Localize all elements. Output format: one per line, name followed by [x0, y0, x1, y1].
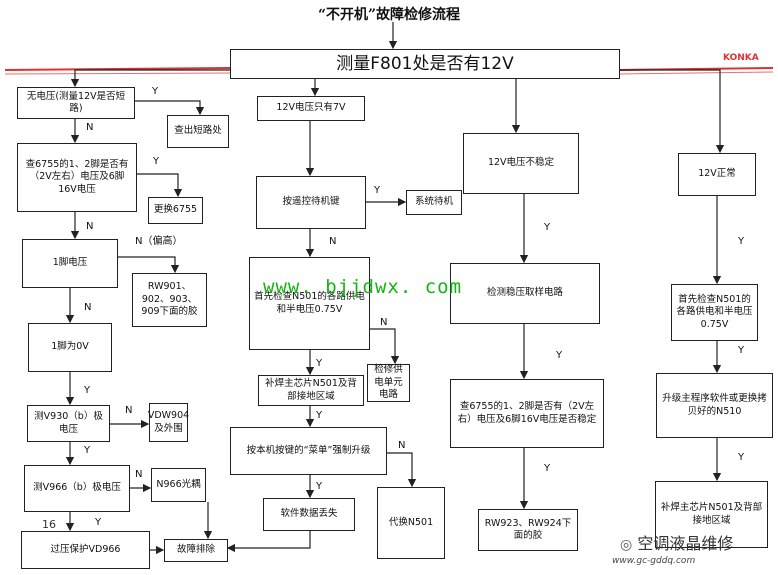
node-resolder-n501: 补焊主芯片N501及背部接地区域	[258, 375, 364, 406]
node-check-n501: 首先检查N501的各路供电和半电压0.75V	[249, 257, 370, 350]
edge-label-n: N	[86, 221, 94, 232]
node-vdw904: VDW904及外围	[148, 403, 189, 442]
node-software-lost: 软件数据丢失	[263, 498, 355, 531]
edge-label-y: Y	[84, 445, 91, 456]
node-upgrade-firmware: 升级主程序软件或更换拷贝好的N510	[656, 373, 773, 438]
wechat-icon: ◎	[620, 537, 633, 553]
edge-label-y: Y	[152, 86, 159, 97]
node-check-n501-b: 首先检查N501的各路供电和半电压0.75V	[671, 284, 758, 341]
edge-label-y: Y	[544, 463, 551, 474]
node-unstable: 12V电压不稳定	[463, 133, 579, 194]
edge-label-y: Y	[556, 350, 563, 361]
node-pin1-voltage: 1脚电压	[22, 239, 118, 288]
edge-label-y: Y	[153, 156, 160, 167]
node-n966: N966光耦	[151, 468, 206, 502]
edge-label-n: N	[86, 122, 94, 133]
edge-label-y: Y	[84, 385, 91, 396]
edge-label-y: Y	[374, 185, 381, 196]
node-rw-parts: RW901、902、903、909下面的胶	[132, 273, 207, 327]
edge-label-y: Y	[316, 410, 323, 421]
diagram-title: “不开机”故障检修流程	[317, 7, 461, 23]
wechat-account-label: 空调液晶维修	[637, 534, 734, 553]
node-repair-supply: 检修供电单元电路	[367, 364, 410, 402]
edge-label-n-high: N（偏高）	[135, 236, 183, 247]
watermark-text: www. bjjdwx. com	[263, 276, 463, 298]
edge-label-y: Y	[316, 358, 323, 369]
edge-label-y: Y	[544, 222, 551, 233]
edge-label-n: N	[84, 302, 92, 313]
red-band-2	[4, 71, 774, 75]
node-check-6755-b: 查6755的1、2脚是否有（2V左右）电压及6脚16V电压是否稳定	[450, 379, 604, 448]
edge-label-y: Y	[738, 236, 745, 247]
node-measure-v966: 测V966（b）极电压	[24, 465, 130, 512]
node-replace-6755: 更换6755	[148, 197, 203, 224]
node-measure-v930: 测V930（b）极电压	[27, 405, 110, 442]
wechat-account-name: ◎ 空调液晶维修	[620, 530, 733, 554]
brand-logo: KONKA	[723, 53, 759, 63]
node-check-sampling: 检测稳压取样电路	[450, 263, 600, 324]
edge-label-y: Y	[738, 345, 745, 356]
edge-label-y: Y	[95, 517, 102, 528]
site-url: www.gc-gddq.com	[612, 556, 696, 566]
node-normal: 12V正常	[678, 153, 756, 196]
node-find-short: 查出短路处	[167, 115, 229, 148]
edge-label-n: N	[329, 236, 337, 247]
edge-label-n: N	[135, 469, 143, 480]
node-pin1-0v: 1脚为0V	[28, 323, 112, 372]
edge-label-n: N	[398, 440, 406, 451]
edge-label-y: Y	[738, 452, 745, 463]
edge-label-n: N	[125, 405, 133, 416]
edge-label-n: N	[380, 317, 388, 328]
node-fault-cleared: 故障排除	[164, 539, 228, 562]
node-only-7v: 12V电压只有7V	[257, 96, 365, 121]
node-rw923: RW923、RW924下面的胶	[478, 509, 578, 551]
node-system-standby: 系统待机	[406, 190, 462, 215]
node-replace-n501: 代换N501	[377, 487, 445, 559]
node-no-voltage: 无电压(测量12V是否短路)	[17, 87, 135, 119]
node-press-standby: 按遥控待机键	[256, 176, 366, 229]
node-resolder-n501-b: 补焊主芯片N501及背部接地区域	[655, 481, 768, 548]
node-measure-f801: 测量F801处是否有12V	[230, 49, 620, 79]
page-number: 16	[42, 518, 56, 531]
node-check-6755: 查6755的1、2脚是否有（2V左右）电压及6脚16V电压	[17, 143, 137, 212]
edge-label-y: Y	[316, 481, 323, 492]
node-force-upgrade: 按本机按键的“菜单”强制升级	[230, 427, 387, 475]
node-overvoltage: 过压保护VD966	[21, 531, 150, 569]
